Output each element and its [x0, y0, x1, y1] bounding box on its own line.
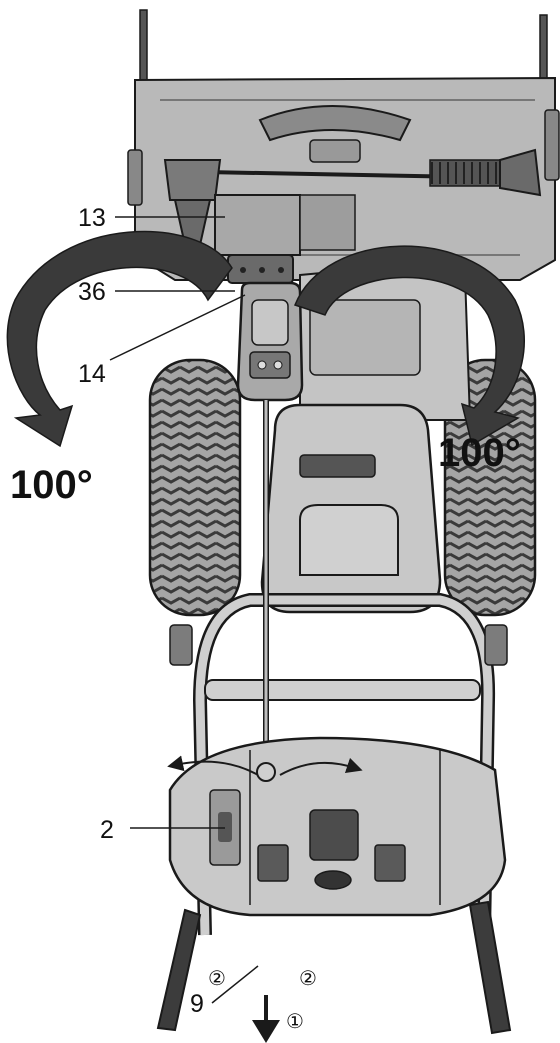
- left-wheel: [148, 358, 242, 617]
- callout-9: 9: [190, 990, 204, 1018]
- lever-rotation-arrows: [167, 755, 363, 782]
- callout-13: 13: [78, 204, 106, 232]
- battery-cover: [260, 403, 442, 614]
- angle-left-label: 100°: [10, 463, 93, 507]
- rotation-arrow-left: [6, 230, 233, 448]
- pull-down-arrow: [252, 995, 280, 1043]
- rotation-arrow-right: [294, 245, 526, 447]
- callout-14: 14: [78, 360, 106, 388]
- leader-lines: [109, 216, 259, 1004]
- chute-handle: [258, 105, 412, 163]
- callout-36: 36: [78, 278, 106, 306]
- step-pull-down: ①: [286, 1009, 304, 1033]
- bottom-handles: [156, 900, 512, 1035]
- callout-2: 2: [100, 816, 114, 844]
- angle-right-label: 100°: [438, 431, 521, 475]
- step-rotate-right: ②: [299, 966, 317, 990]
- control-panel: [168, 736, 507, 917]
- handle-frame: [169, 593, 508, 936]
- step-rotate-left: ②: [208, 966, 226, 990]
- chute-control-unit: [227, 254, 304, 402]
- chute-bracket: [214, 194, 356, 256]
